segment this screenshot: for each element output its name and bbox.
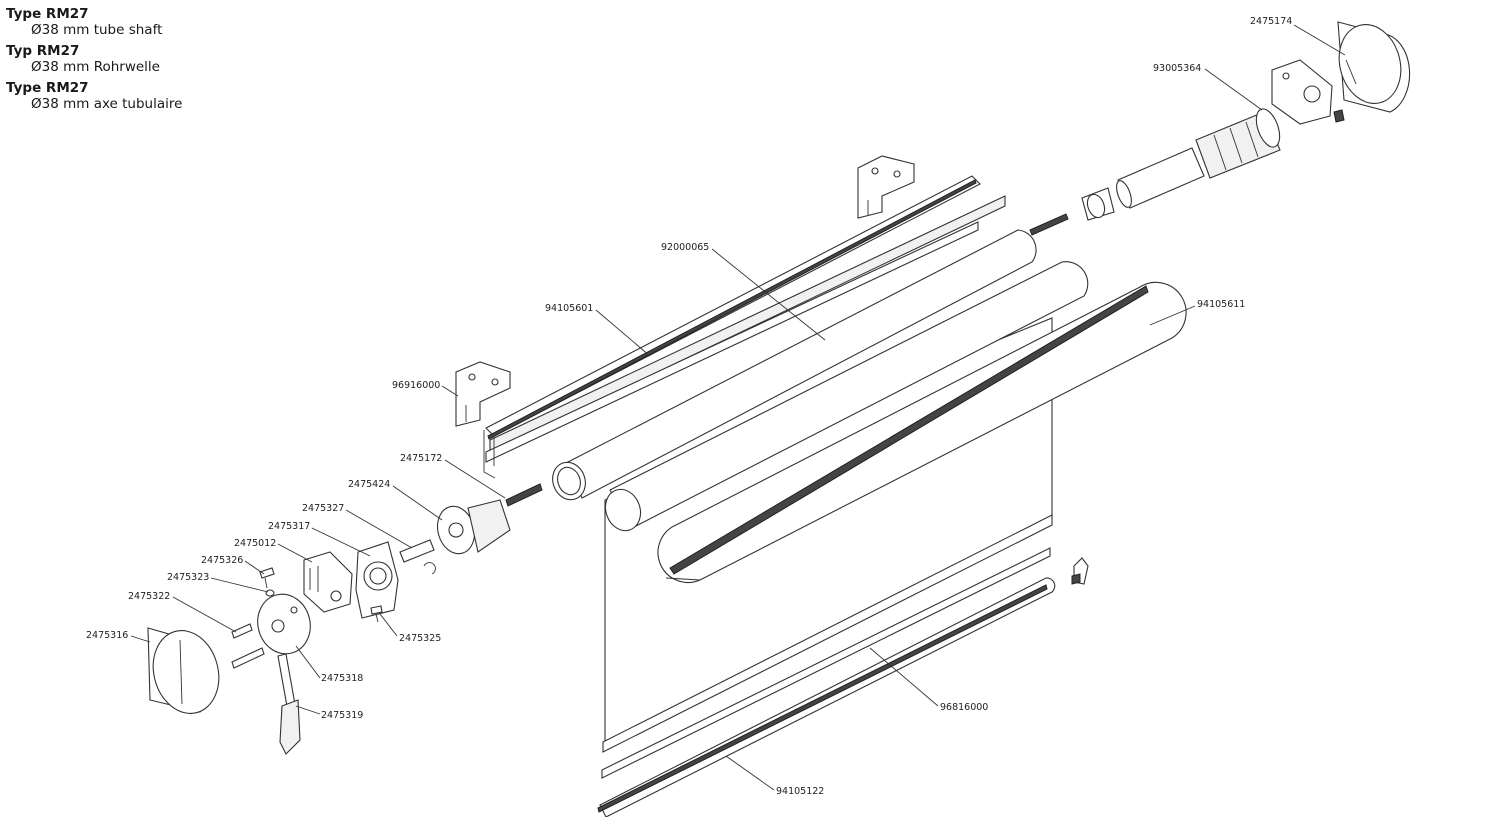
title-block-fr: Type RM27 Ø38 mm axe tubulaire: [6, 80, 266, 112]
screws-2475322: [231, 623, 265, 669]
side-bracket-2475012: [303, 551, 353, 613]
part-label-94105122: 94105122: [776, 786, 824, 797]
title-block-de: Typ RM27 Ø38 mm Rohrwelle: [6, 43, 266, 75]
title-block-en: Type RM27 Ø38 mm tube shaft: [6, 6, 266, 38]
end-cap-cover-2475316: [147, 627, 220, 714]
tube-plug-2475424: [436, 499, 511, 555]
motor-drive: [1029, 108, 1281, 236]
spec-label-fr: Ø38 mm axe tubulaire: [31, 96, 183, 112]
part-label-96916000: 96916000: [392, 380, 440, 391]
crank-coupling-2475319: [277, 653, 301, 755]
part-label-2475323: 2475323: [167, 572, 209, 583]
washer-2475323: [265, 589, 275, 597]
type-label-fr: Type RM27: [6, 80, 89, 96]
part-label-2475319: 2475319: [321, 710, 363, 721]
part-label-2475172: 2475172: [400, 453, 442, 464]
part-label-2475325: 2475325: [399, 633, 441, 644]
part-labels: 2475174 93005364 92000065 94105601 94105…: [86, 16, 1292, 797]
part-label-96816000: 96816000: [940, 702, 988, 713]
mounting-rail: [483, 175, 1006, 479]
part-label-94105611: 94105611: [1197, 299, 1245, 310]
part-label-2475012: 2475012: [234, 538, 276, 549]
bottom-end-cap: [1071, 557, 1089, 585]
part-label-2475316: 2475316: [86, 630, 128, 641]
tube-shaft: [552, 229, 1037, 501]
part-label-2475424: 2475424: [348, 479, 390, 490]
part-label-2475322: 2475322: [128, 591, 170, 602]
end-cap-bearing-2475318: [257, 593, 311, 655]
bottom-bar: [597, 514, 1056, 817]
type-label-de: Typ RM27: [6, 43, 80, 59]
spec-label-de: Ø38 mm Rohrwelle: [31, 59, 160, 75]
type-label-en: Type RM27: [6, 6, 89, 22]
right-end-cap: [1337, 21, 1411, 113]
title-area: Type RM27 Ø38 mm tube shaft Typ RM27 Ø38…: [6, 6, 266, 117]
leader-lines: [130, 24, 1346, 791]
rail-bracket-right: [857, 155, 915, 219]
part-label-2475326: 2475326: [201, 555, 243, 566]
spec-label-en: Ø38 mm tube shaft: [31, 22, 163, 38]
bearing-plate-2475317: [355, 541, 399, 619]
right-end-bracket: [1271, 59, 1345, 125]
clutch-pin-2475172: [505, 483, 543, 507]
screw-2475326: [259, 567, 275, 589]
part-label-93005364: 93005364: [1153, 63, 1201, 74]
screw-2475325: [370, 605, 383, 623]
part-label-92000065: 92000065: [661, 242, 709, 253]
cassette-cover: [657, 281, 1187, 584]
part-label-2475317: 2475317: [268, 521, 310, 532]
roller-tube: [604, 261, 1089, 532]
rail-bracket-left: [455, 361, 511, 427]
pin-2475327: [399, 539, 436, 575]
part-label-2475327: 2475327: [302, 503, 344, 514]
part-label-2475174: 2475174: [1250, 16, 1292, 27]
part-label-94105601: 94105601: [545, 303, 593, 314]
part-label-2475318: 2475318: [321, 673, 363, 684]
